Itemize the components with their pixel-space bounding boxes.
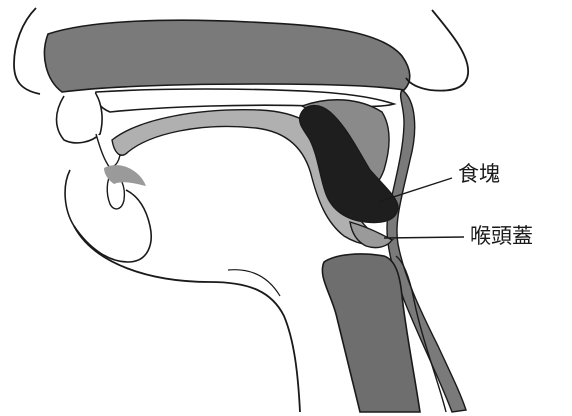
bolus-label: 食塊 bbox=[458, 164, 500, 185]
upper-lip bbox=[57, 94, 103, 143]
nose-outline bbox=[406, 10, 468, 91]
nasal-cavity bbox=[44, 20, 409, 92]
epiglottis-leader-line bbox=[384, 237, 464, 238]
head-outline bbox=[14, 8, 40, 94]
neck-inner-line bbox=[228, 270, 280, 296]
epiglottis-label: 喉頭蓋 bbox=[470, 226, 533, 247]
epiglottis bbox=[350, 222, 392, 248]
